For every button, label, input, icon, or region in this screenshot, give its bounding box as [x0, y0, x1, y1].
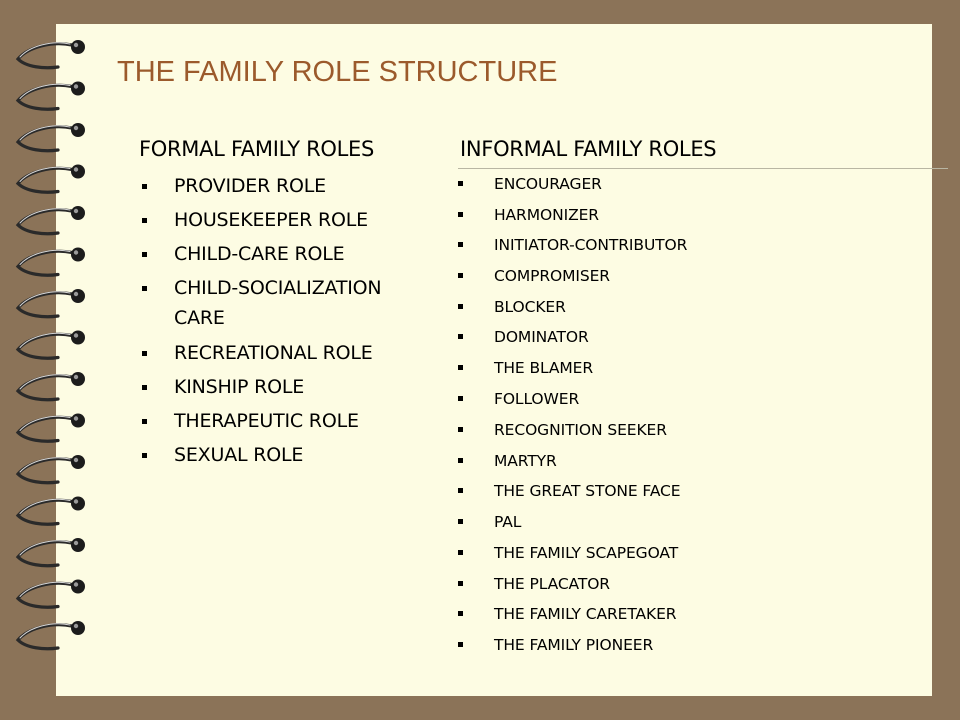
spiral-ring: [15, 247, 85, 277]
bullet-icon: [458, 365, 463, 370]
bullet-icon: [458, 212, 463, 217]
spiral-ring: [15, 123, 85, 153]
spiral-ring: [15, 372, 85, 402]
bullet-icon: [142, 453, 147, 458]
page-title: THE FAMILY ROLE STRUCTURE: [117, 56, 558, 88]
bullet-icon: [142, 184, 147, 189]
bullet-icon: [142, 385, 147, 390]
bullet-icon: [142, 419, 147, 424]
notebook-page: [56, 24, 932, 696]
bullet-icon: [458, 427, 463, 432]
spiral-ring: [15, 538, 85, 568]
bullet-icon: [458, 242, 463, 247]
bullet-icon: [458, 581, 463, 586]
bullet-icon: [458, 550, 463, 555]
informal-roles-heading: INFORMAL FAMILY ROLES: [460, 137, 717, 161]
bullet-icon: [458, 488, 463, 493]
bullet-icon: [142, 252, 147, 257]
bullet-icon: [142, 286, 147, 291]
spiral-ring: [15, 40, 85, 70]
bullet-icon: [458, 334, 463, 339]
bullet-icon: [458, 396, 463, 401]
bullet-icon: [142, 351, 147, 356]
spiral-ring: [15, 289, 85, 319]
bullet-icon: [458, 304, 463, 309]
formal-roles-heading: FORMAL FAMILY ROLES: [139, 137, 375, 161]
bullet-icon: [458, 611, 463, 616]
spiral-ring: [15, 330, 85, 360]
spiral-ring: [15, 621, 85, 651]
spiral-ring: [15, 206, 85, 236]
bullet-icon: [458, 642, 463, 647]
bullet-icon: [142, 218, 147, 223]
spiral-binding: [15, 40, 85, 651]
bullet-icon: [458, 458, 463, 463]
bullet-icon: [458, 181, 463, 186]
spiral-ring: [15, 81, 85, 111]
spiral-ring: [15, 579, 85, 609]
heading-divider: [458, 168, 948, 169]
spiral-ring: [15, 455, 85, 485]
spiral-ring: [15, 164, 85, 194]
bullet-icon: [458, 273, 463, 278]
bullet-icon: [458, 519, 463, 524]
spiral-ring: [15, 496, 85, 526]
spiral-ring: [15, 413, 85, 443]
